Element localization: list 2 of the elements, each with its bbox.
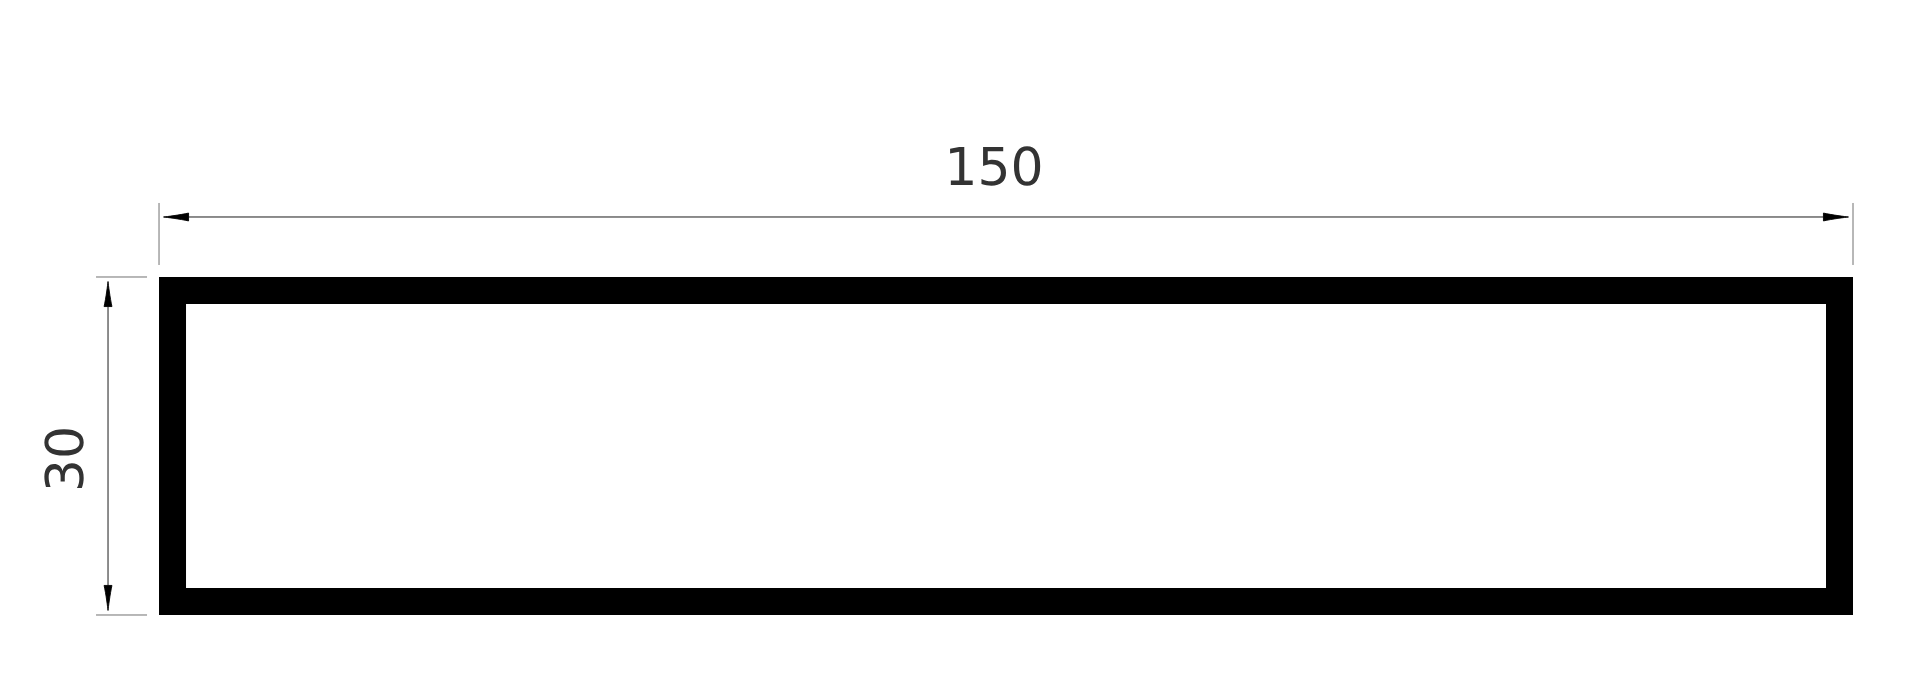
dimension-label: 30: [44, 429, 84, 489]
dimension-label: 150: [950, 146, 1041, 186]
